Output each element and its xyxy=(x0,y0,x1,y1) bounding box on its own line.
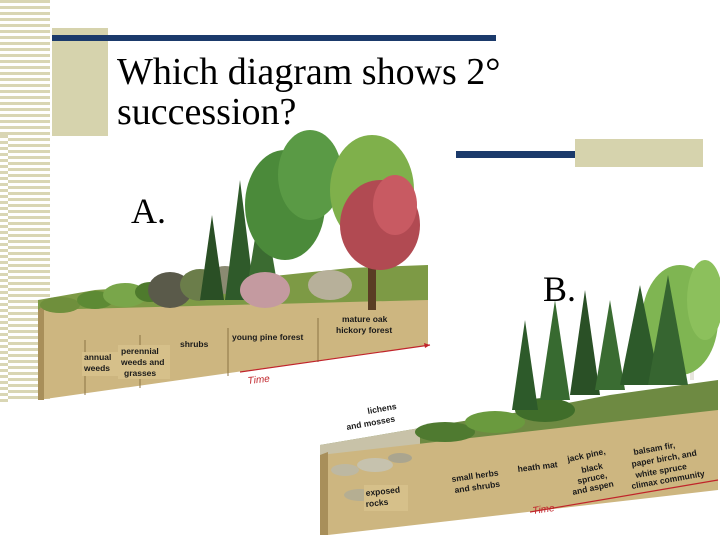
diagram-a-label-weeds-and: weeds and xyxy=(120,357,164,367)
diagram-b-climax-forest xyxy=(620,260,720,385)
diagram-a-label-grasses: grasses xyxy=(124,368,156,378)
choice-b-label: B. xyxy=(543,268,576,310)
diagram-b-label-and-mosses: and mosses xyxy=(346,414,396,432)
diagram-a-label-perennial: perennial xyxy=(121,346,159,356)
diagram-a-label-mature-oak: mature oak xyxy=(342,314,388,324)
diagram-a: annual weeds perennial weeds and grasses… xyxy=(38,130,430,400)
diagram-b-time-label: Time xyxy=(532,503,556,517)
diagram-a-label-young-pine: young pine forest xyxy=(232,332,303,342)
diagram-a-time-label: Time xyxy=(247,374,271,387)
diagram-a-label-weeds: weeds xyxy=(83,363,110,373)
diagram-a-label-hickory: hickory forest xyxy=(336,325,392,335)
choice-a-label: A. xyxy=(131,190,166,232)
diagram-a-label-shrubs: shrubs xyxy=(180,339,209,349)
diagram-a-label-annual: annual xyxy=(84,352,111,362)
